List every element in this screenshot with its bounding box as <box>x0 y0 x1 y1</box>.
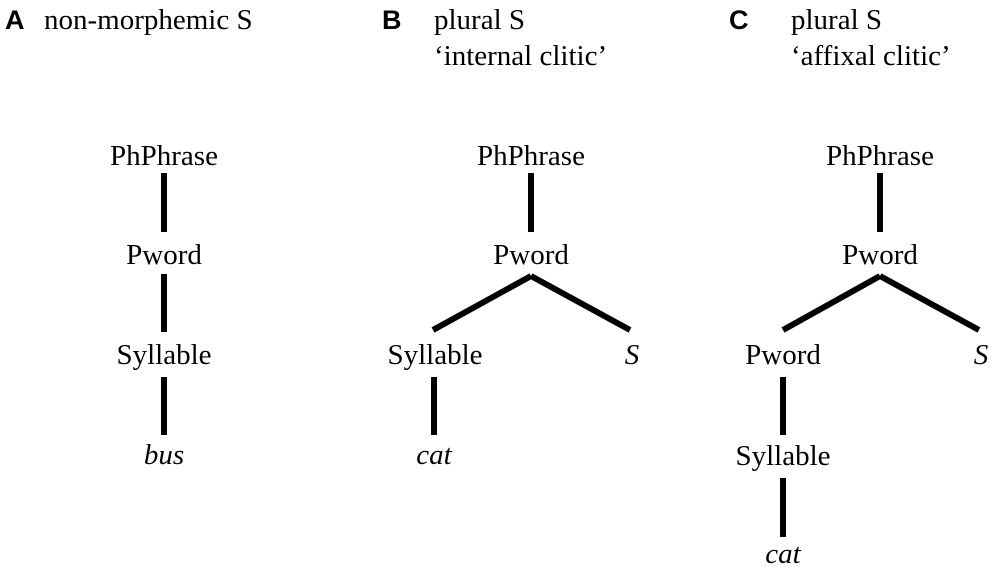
panel-b-title-line-2: ‘internal clitic’ <box>434 40 607 72</box>
panel-a: A non-morphemic S PhPhrase Pword Syllabl… <box>5 4 253 471</box>
panel-b-letter: B <box>382 5 402 35</box>
panel-a-title: non-morphemic S <box>44 4 253 36</box>
edge-c-pword-pword <box>781 273 882 333</box>
node-c-syllable: Syllable <box>735 440 830 472</box>
node-b-phphrase: PhPhrase <box>477 140 585 172</box>
panel-c-title-line-1: plural S <box>791 4 882 36</box>
panel-a-letter: A <box>5 5 25 35</box>
node-a-syllable: Syllable <box>116 339 211 371</box>
node-a-phphrase: PhPhrase <box>110 140 218 172</box>
node-b-word: cat <box>416 439 452 471</box>
node-c-s: S <box>974 339 989 371</box>
edge-b-pword-syllable <box>431 273 533 333</box>
edge-b-pword-s <box>529 273 632 333</box>
node-b-syllable: Syllable <box>387 339 482 371</box>
panel-c-letter: C <box>729 5 749 35</box>
node-b-s: S <box>625 339 640 371</box>
node-c-pword-outer: Pword <box>842 239 918 271</box>
panel-b: B plural S ‘internal clitic’ PhPhrase Pw… <box>382 4 640 471</box>
node-a-pword: Pword <box>126 239 202 271</box>
panel-c-title-line-2: ‘affixal clitic’ <box>791 40 951 72</box>
node-c-pword-inner: Pword <box>745 339 821 371</box>
node-c-phphrase: PhPhrase <box>826 140 934 172</box>
node-a-word: bus <box>144 439 184 471</box>
panel-b-title-line-1: plural S <box>434 4 525 36</box>
edge-c-pword-s <box>878 273 981 333</box>
node-c-word: cat <box>765 538 801 568</box>
node-b-pword: Pword <box>493 239 569 271</box>
panel-c: C plural S ‘affixal clitic’ PhPhrase Pwo… <box>729 4 989 568</box>
